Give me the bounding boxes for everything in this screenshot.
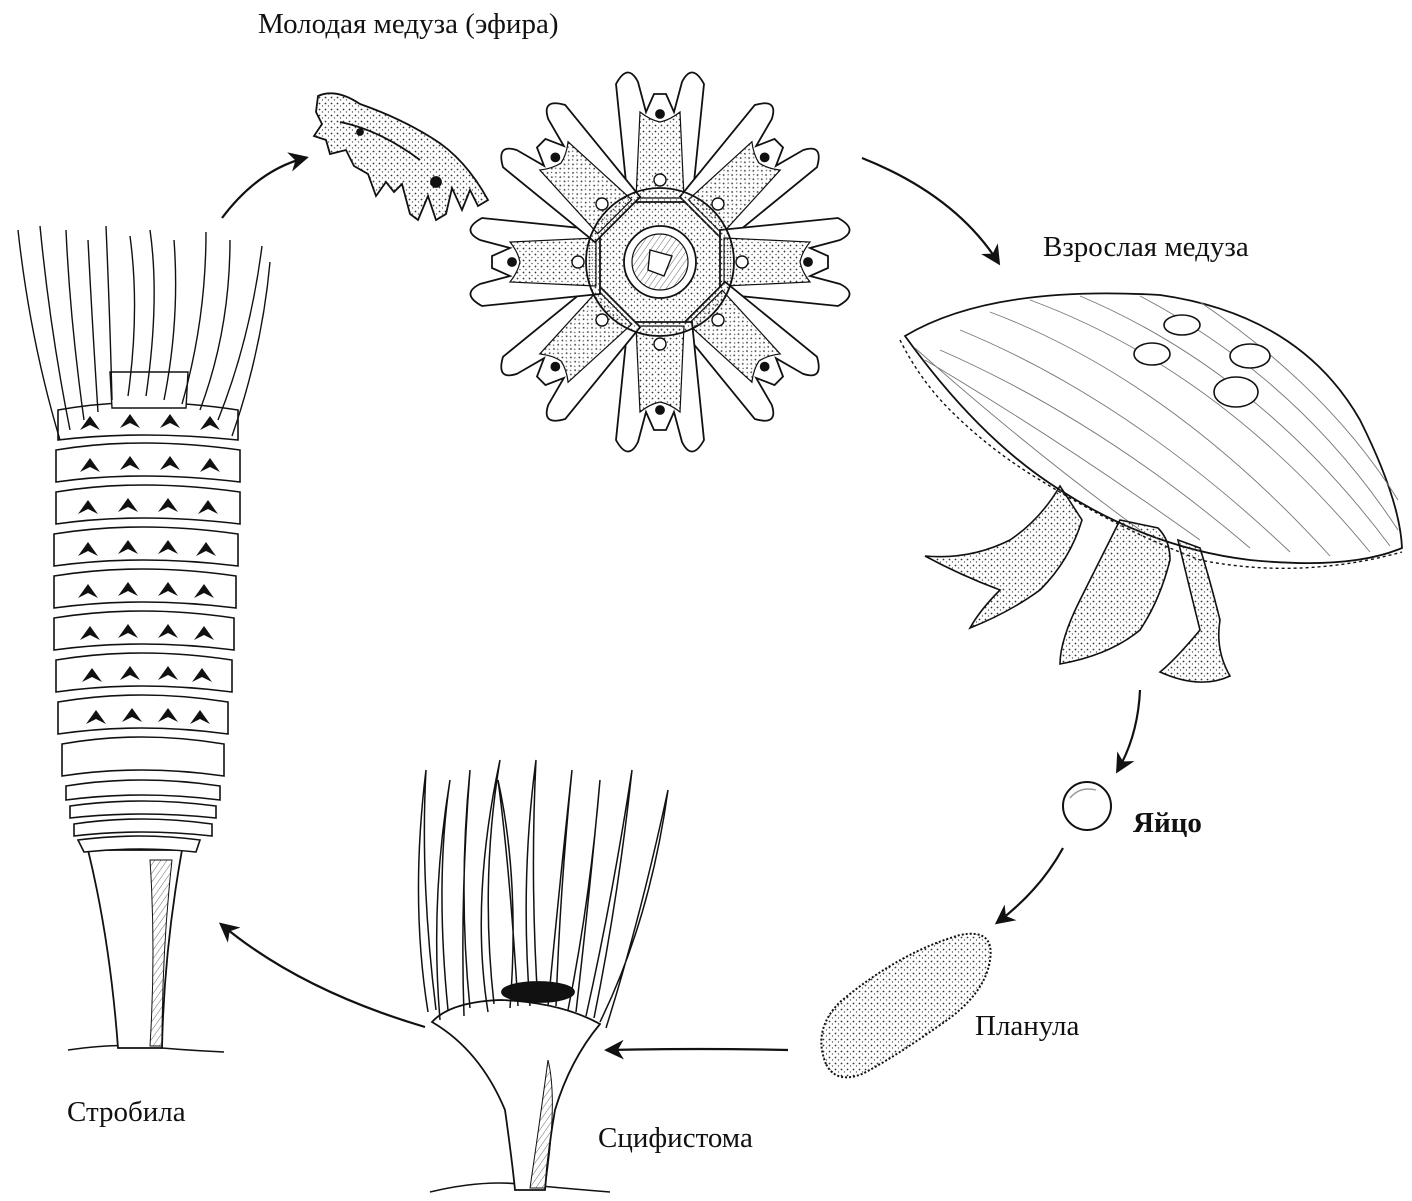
label-strobila: Стробила	[67, 1098, 186, 1127]
label-ephyra: Молодая медуза (эфира)	[258, 10, 558, 39]
planula	[821, 934, 990, 1078]
egg	[1063, 782, 1111, 830]
ephyra-side-view	[314, 93, 488, 220]
label-planula: Планула	[975, 1012, 1079, 1041]
arrow-egg-to-planula	[998, 848, 1063, 922]
arrow-planula-to-scyphistoma	[608, 1049, 788, 1050]
adult-medusa	[900, 293, 1402, 682]
arrow-ephyra-to-adult	[862, 158, 998, 262]
label-adult-medusa: Взрослая медуза	[1043, 233, 1249, 262]
arrow-adult-to-egg	[1118, 690, 1140, 770]
arrow-strobila-to-ephyra	[222, 158, 305, 218]
arrow-scyphistoma-to-strobila	[222, 925, 425, 1027]
strobila	[18, 226, 270, 1052]
label-egg: Яйцо	[1133, 809, 1202, 838]
ephyra-top-view	[470, 72, 849, 451]
label-scyphistoma: Сцифистома	[598, 1124, 753, 1153]
